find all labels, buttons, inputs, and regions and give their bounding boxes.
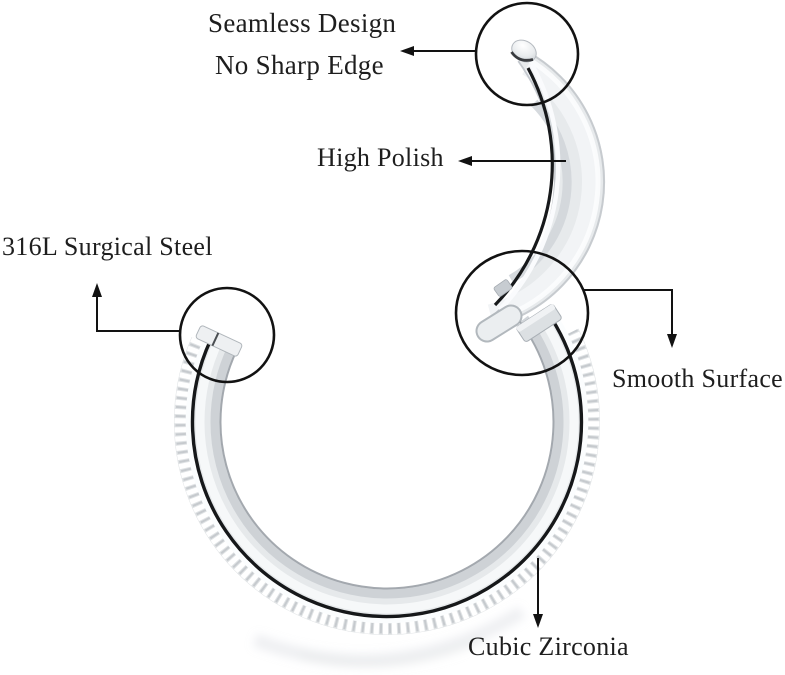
- segment-tip-ball: [510, 39, 537, 63]
- detail-circle-left-tip: [178, 286, 276, 384]
- segment-end-face: [475, 304, 523, 343]
- ring-reflection: [252, 606, 526, 668]
- hinge-collar: [516, 304, 562, 342]
- label-316l-surgical-steel: 316L Surgical Steel: [2, 232, 213, 261]
- gem-band: [173, 328, 600, 635]
- arrow-cubic-zirconia: [533, 558, 543, 628]
- label-cubic-zirconia: Cubic Zirconia: [468, 632, 629, 661]
- arrow-material: [92, 283, 181, 332]
- hinged-segment: [475, 39, 606, 343]
- detail-circle-hinge: [454, 249, 590, 377]
- main-hoop: [173, 304, 600, 635]
- label-high-polish: High Polish: [317, 143, 444, 172]
- detail-circle-top-tip: [474, 1, 580, 107]
- arrow-seamless-design: [400, 46, 477, 56]
- label-smooth-surface: Smooth Surface: [612, 364, 784, 393]
- label-seamless-design: Seamless Design: [208, 8, 397, 38]
- arrow-smooth-surface: [583, 289, 677, 348]
- hinge-pin-tab: [493, 279, 513, 297]
- label-no-sharp-edge: No Sharp Edge: [215, 50, 384, 80]
- hoop-tip-face: [195, 325, 243, 357]
- arrow-high-polish: [458, 156, 566, 166]
